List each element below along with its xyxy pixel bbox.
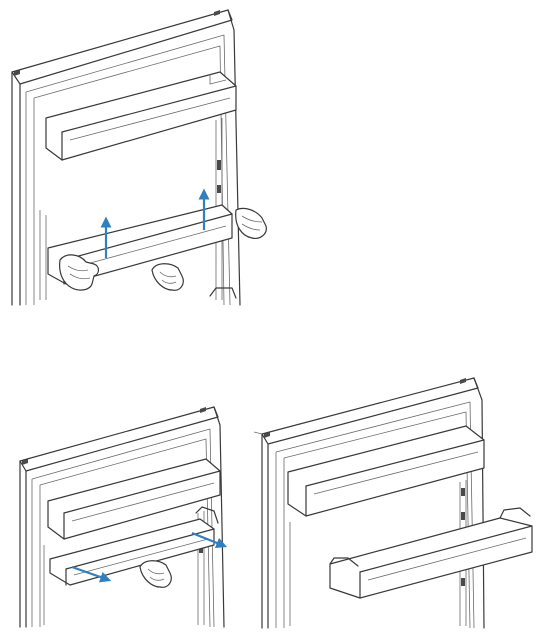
- step-lift-illustration: [0, 0, 267, 315]
- step-pull-out-svg: [19, 406, 228, 628]
- arrow-icon: [71, 565, 112, 583]
- hand-icon: [235, 207, 267, 239]
- hand-icon: [151, 263, 184, 291]
- removed-door-shelf: [329, 507, 533, 599]
- step-pull-out-illustration: [0, 395, 250, 632]
- lift-arrows: [100, 188, 210, 258]
- pull-arrows: [71, 531, 228, 583]
- step-lift-svg: [11, 9, 267, 306]
- lower-door-shelf: [49, 506, 219, 586]
- arrow-icon: [191, 531, 228, 549]
- upper-door-shelf: [287, 425, 485, 517]
- upper-door-shelf: [45, 71, 237, 161]
- fridge-door: [11, 9, 241, 306]
- step-removed-svg: [253, 377, 533, 629]
- upper-door-shelf: [47, 458, 221, 540]
- hand-icon: [139, 560, 172, 588]
- fridge-door: [19, 406, 225, 628]
- step-removed-illustration: [248, 372, 540, 632]
- hand-icon: [59, 254, 100, 291]
